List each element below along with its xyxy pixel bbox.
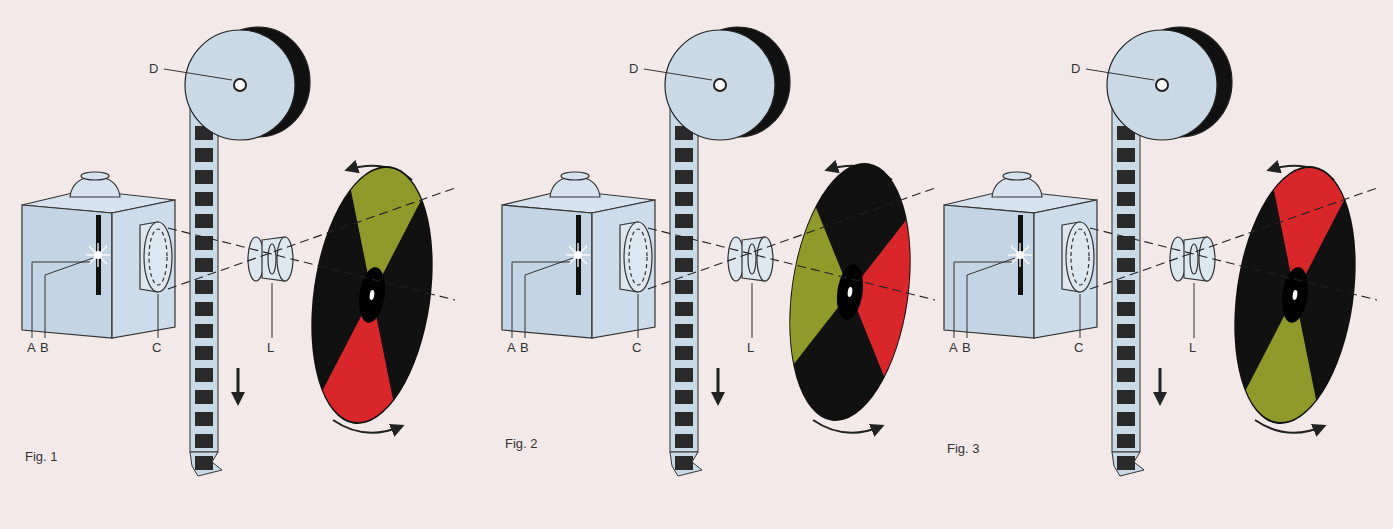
callout-letter: C bbox=[1074, 341, 1083, 354]
beam bbox=[168, 188, 455, 300]
beam bbox=[1090, 188, 1377, 300]
beam bbox=[648, 188, 935, 300]
callout-letter: A bbox=[27, 341, 36, 354]
color-filter-disk bbox=[296, 158, 448, 432]
callout-letter: L bbox=[1189, 341, 1196, 354]
callout-letter: A bbox=[507, 341, 516, 354]
callout-letter: L bbox=[747, 341, 754, 354]
callout-letter: D bbox=[149, 62, 158, 75]
callout-letter: C bbox=[152, 341, 161, 354]
callout-letter: L bbox=[267, 341, 274, 354]
callout-letter: B bbox=[40, 341, 49, 354]
figure-number: Fig. 3 bbox=[947, 442, 980, 455]
figure-number: Fig. 1 bbox=[25, 450, 58, 463]
callout-letter: A bbox=[949, 341, 958, 354]
callout-letter: B bbox=[520, 341, 529, 354]
callout-letter: D bbox=[1071, 62, 1080, 75]
callout-letter: C bbox=[632, 341, 641, 354]
color-filter-disk bbox=[774, 155, 926, 429]
color-filter-disk bbox=[1219, 158, 1371, 432]
callout-letter: D bbox=[629, 62, 638, 75]
callout-letter: B bbox=[962, 341, 971, 354]
figure-number: Fig. 2 bbox=[505, 437, 538, 450]
